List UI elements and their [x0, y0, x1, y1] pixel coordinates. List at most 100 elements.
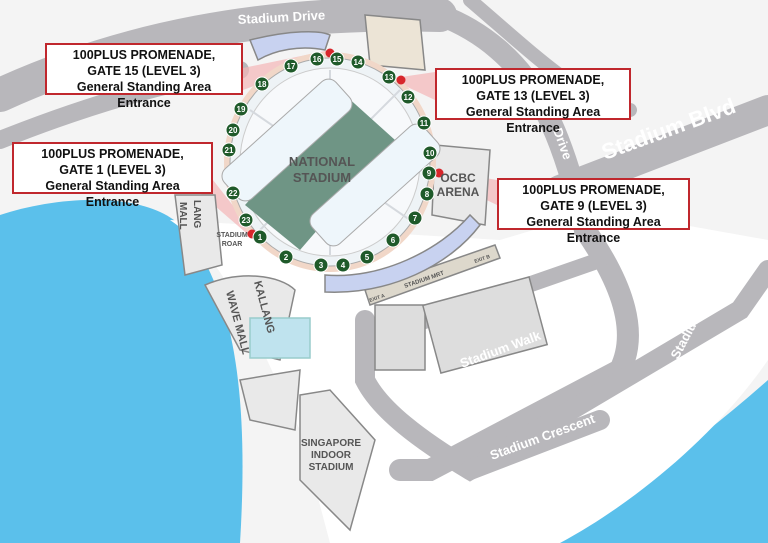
- gate-circle: [419, 186, 435, 202]
- callout-line: GATE 13 (LEVEL 3): [476, 89, 590, 103]
- gate-circle: [421, 165, 437, 181]
- gate-marker-22[interactable]: 22: [225, 185, 241, 201]
- gate-marker-19[interactable]: 19: [233, 101, 249, 117]
- gate-marker-13[interactable]: 13: [381, 69, 397, 85]
- gate-marker-2[interactable]: 2: [278, 249, 294, 265]
- gate-marker-16[interactable]: 16: [309, 51, 325, 67]
- callout-line: GATE 1 (LEVEL 3): [59, 163, 166, 177]
- gate-circle: [359, 249, 375, 265]
- gate-marker-18[interactable]: 18: [254, 76, 270, 92]
- gate-number: 9: [427, 169, 432, 178]
- gate-number: 3: [319, 261, 324, 270]
- gate-circle: [385, 232, 401, 248]
- callout-line: GATE 9 (LEVEL 3): [540, 199, 647, 213]
- gate-number: 13: [385, 73, 394, 82]
- gate-marker-21[interactable]: 21: [221, 142, 237, 158]
- label-exit-b: EXIT B: [474, 254, 492, 265]
- gate-marker-6[interactable]: 6: [385, 232, 401, 248]
- gate-number: 10: [426, 149, 435, 158]
- gate-number: 1: [258, 233, 263, 242]
- gate-circle: [254, 76, 270, 92]
- gate-circle: [313, 257, 329, 273]
- callout-gate-9: 100PLUS PROMENADE, GATE 9 (LEVEL 3) Gene…: [497, 178, 690, 245]
- callout-line: General Standing Area Entrance: [526, 215, 661, 245]
- callout-line: 100PLUS PROMENADE,: [461, 73, 605, 87]
- callout-gate-1: 100PLUS PROMENADE, GATE 1 (LEVEL 3) Gene…: [12, 142, 213, 209]
- gate-marker-17[interactable]: 17: [283, 58, 299, 74]
- gate-number: 14: [354, 58, 363, 67]
- gate-marker-10[interactable]: 10: [422, 145, 438, 161]
- label-singapore-indoor-stadium: SINGAPORE: [301, 438, 361, 449]
- gate-number: 16: [313, 55, 322, 64]
- gate-marker-1[interactable]: 1: [252, 229, 268, 245]
- callout-line: 100PLUS PROMENADE,: [522, 183, 665, 197]
- callout-line: General Standing Area Entrance: [465, 105, 601, 135]
- gate-number: 18: [258, 80, 267, 89]
- entrance-marker-gate-13: [396, 75, 406, 85]
- gate-number: 6: [391, 236, 396, 245]
- gate-marker-9[interactable]: 9: [421, 165, 437, 181]
- gate-number: 2: [284, 253, 289, 262]
- label-lang-mall: LANG: [191, 200, 202, 229]
- gate-marker-3[interactable]: 3: [313, 257, 329, 273]
- gate-number: 21: [225, 146, 234, 155]
- gate-marker-5[interactable]: 5: [359, 249, 375, 265]
- gate-number: 11: [420, 119, 429, 128]
- label-stadium-roar-2: ROAR: [222, 241, 243, 248]
- gate-circle: [329, 51, 345, 67]
- callout-line: 100PLUS PROMENADE,: [41, 147, 184, 161]
- label-singapore-indoor-stadium-2: INDOOR: [311, 450, 352, 461]
- gate-circle: [350, 54, 366, 70]
- gate-number: 17: [287, 62, 296, 71]
- gate-circle: [422, 145, 438, 161]
- callout-line: GATE 15 (LEVEL 3): [87, 64, 201, 78]
- gate-circle: [221, 142, 237, 158]
- gate-number: 8: [425, 190, 430, 199]
- gate-marker-8[interactable]: 8: [419, 186, 435, 202]
- gate-number: 15: [333, 55, 342, 64]
- buildings: [174, 14, 549, 532]
- gate-number: 12: [404, 93, 413, 102]
- gate-marker-23[interactable]: 23: [238, 212, 254, 228]
- gate-marker-7[interactable]: 7: [407, 210, 423, 226]
- gate-number: 23: [242, 216, 251, 225]
- gate-circle: [309, 51, 325, 67]
- gate-number: 22: [229, 189, 238, 198]
- gate-number: 7: [413, 214, 418, 223]
- gate-circle: [407, 210, 423, 226]
- gate-circle: [238, 212, 254, 228]
- gate-marker-14[interactable]: 14: [350, 54, 366, 70]
- gate-marker-15[interactable]: 15: [329, 51, 345, 67]
- gate-circle: [225, 185, 241, 201]
- water-right: [540, 380, 768, 543]
- label-national-stadium: NATIONAL: [289, 154, 355, 169]
- road-label-stadium-drive: Stadium Drive: [237, 7, 325, 27]
- label-lang-mall-2: MALL: [177, 202, 188, 230]
- callout-gate-13: 100PLUS PROMENADE, GATE 13 (LEVEL 3) Gen…: [435, 68, 631, 135]
- label-ocbc-arena: OCBC: [440, 171, 476, 185]
- gate-circle: [381, 69, 397, 85]
- callout-line: 100PLUS PROMENADE,: [72, 48, 216, 62]
- label-national-stadium-2: STADIUM: [293, 170, 351, 185]
- gate-marker-4[interactable]: 4: [335, 257, 351, 273]
- callout-line: General Standing Area Entrance: [45, 179, 180, 209]
- gate-circle: [225, 122, 241, 138]
- gate-marker-20[interactable]: 20: [225, 122, 241, 138]
- gate-circle: [400, 89, 416, 105]
- gate-circle: [335, 257, 351, 273]
- gate-number: 20: [229, 126, 238, 135]
- label-exit-a: EXIT A: [369, 293, 386, 304]
- label-singapore-indoor-stadium-3: STADIUM: [309, 462, 354, 473]
- entrance-marker-gate-9: [434, 168, 444, 178]
- gate-circle: [233, 101, 249, 117]
- gate-circle: [416, 115, 432, 131]
- gate-marker-11[interactable]: 11: [416, 115, 432, 131]
- water-left: [0, 199, 243, 543]
- gate-circle: [278, 249, 294, 265]
- label-stadium-roar: STADIUM: [216, 232, 248, 239]
- gate-number: 19: [237, 105, 246, 114]
- gate-marker-12[interactable]: 12: [400, 89, 416, 105]
